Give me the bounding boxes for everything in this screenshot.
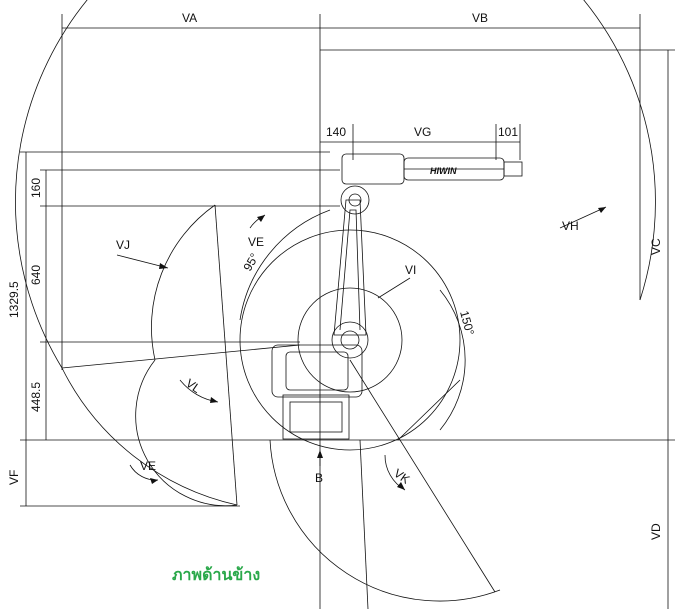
inner-arc-vj [151,204,216,361]
label-vb: VB [472,11,488,25]
robot-logo: HIWIN [430,166,457,176]
label-vi: VI [405,263,416,277]
arrow-vk-head [397,482,405,490]
joint-reach-circle [239,229,461,451]
limit-line-ve [214,204,238,506]
label-vk: VK [391,466,412,487]
label-ve-lower: VE [140,459,156,473]
label-vg: VG [414,125,431,139]
label-vd: VD [649,523,663,540]
lower-reach-arc [269,439,501,602]
lower-left-arc [61,367,238,506]
robot-shoulder [271,344,363,398]
robot-arm [271,153,523,440]
leader-vi [377,277,411,299]
label-vj: VJ [116,238,130,252]
robot-base [282,394,350,440]
label-vc: VC [649,238,663,255]
upper-vk-line [397,379,461,441]
lower-arm [333,199,367,336]
label-448: 448.5 [29,382,43,412]
arrow-ve-lower-head [150,478,158,484]
arrow-vl-head [210,397,218,403]
joint-3-inner [348,193,362,207]
label-angle-150: 150° [457,309,477,337]
label-ve-upper: VE [248,235,264,249]
joint-2-inner [340,330,360,350]
label-va: VA [182,11,197,25]
label-640: 640 [29,265,43,285]
limit-line-vl [61,344,301,369]
joint-3 [340,185,370,215]
lower-arm-inner [339,209,361,331]
label-1329: 1329.5 [7,281,21,318]
label-vh: VH [562,219,579,233]
label-160: 160 [29,178,43,198]
angle-arc-95 [239,209,331,321]
label-101: 101 [498,125,518,139]
inner-arc-vl [135,359,238,507]
arrow-vh-head [598,207,606,213]
arrow-vj-head [159,263,168,269]
arrow-b-head [317,450,323,458]
robot-shoulder-inner [285,351,349,391]
label-vl: VL [183,376,203,396]
leader-vh [559,206,607,229]
label-angle-95: 95° [240,251,261,274]
label-vf: VF [7,470,21,485]
joint-2 [331,321,369,359]
lower-center-line [359,439,369,610]
label-140: 140 [326,125,346,139]
angle-arc-150 [439,289,466,431]
label-b: B [315,471,323,485]
outer-reach-arc [15,0,656,369]
arrow-ve-upper-head [257,215,265,222]
upper-arm-housing [341,153,405,185]
wrist-flange [503,161,523,177]
inner-joint-circle [297,287,403,393]
limit-line-vk [349,359,496,593]
leader-vj [116,254,169,269]
robot-base-inner [289,401,343,433]
diagram-caption: ภาพด้านข้าง [172,565,261,584]
